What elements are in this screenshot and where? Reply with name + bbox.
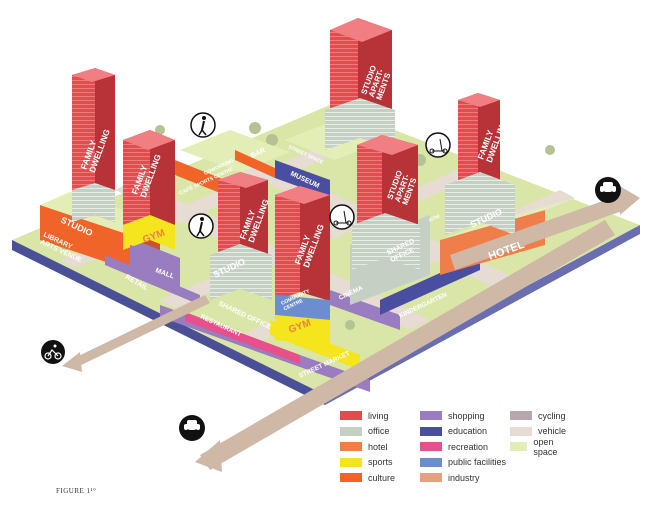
cycling-arrow [70,295,210,368]
legend-swatch [420,473,442,483]
legend-item-hotel: hotel [340,439,395,455]
tower-family-dwelling-5 [275,186,330,345]
legend-label: culture [368,472,396,483]
legend-label: living [368,410,389,421]
legend-label: open space [533,436,558,457]
legend-column-3: cycling vehicle open space [510,408,570,457]
legend-item-living: living [340,408,395,424]
legend-swatch [510,411,532,421]
label-cafe: CAFE [178,185,194,197]
scooter-icon [329,204,355,230]
legend-swatch [340,457,362,467]
legend-item-public-facilities: public facilities [420,455,506,471]
legend-label: vehicle [538,426,567,437]
legend: living office hotel sports culture shopp… [340,408,570,488]
vehicle-arrow-front [200,220,615,470]
legend-label: hotel [368,441,388,452]
car-icon [595,177,621,203]
tower-family-dwelling-1 [72,68,115,222]
arrows [62,185,640,472]
legend-label: office [368,426,390,437]
legend-swatch [510,442,528,452]
legend-item-vehicle: vehicle [510,424,570,440]
car-icon [179,415,205,441]
legend-swatch [340,426,362,436]
tower-family-dwelling-2 [123,130,175,285]
legend-swatch [340,442,362,452]
legend-swatch [420,426,442,436]
pedestrian-icon [190,112,216,138]
label-studio-apartments-1: STUDIO APART- MENTS [359,62,394,101]
legend-item-education: education [420,424,506,440]
legend-item-recreation: recreation [420,439,506,455]
tower-family-dwelling-4 [210,172,272,300]
legend-item-office: office [340,424,395,440]
legend-swatch [340,411,362,421]
legend-item-industry: industry [420,470,506,486]
bicycle-icon [41,340,65,364]
legend-item-sports: sports [340,455,395,471]
legend-swatch [420,411,442,421]
legend-item-culture: culture [340,470,395,486]
legend-label: recreation [448,441,489,452]
legend-item-shopping: shopping [420,408,506,424]
tower-studio-apartments-2 [352,135,420,270]
label-gtm: GTM [428,214,441,224]
figure-caption: FIGURE 1¹° [56,487,97,495]
legend-swatch [420,457,442,467]
pedestrian-icon [188,213,214,239]
legend-label: industry [448,472,480,483]
legend-column-1: living office hotel sports culture [340,408,395,486]
legend-swatch [510,426,532,436]
legend-label: sports [368,457,393,468]
legend-item-open-space: open space [510,436,570,457]
legend-label: cycling [538,410,566,421]
tower-family-dwelling-3 [445,93,515,235]
scooter-icon [425,132,451,158]
legend-column-2: shopping education recreation public fac… [420,408,506,486]
legend-swatch [340,473,362,483]
vehicle-arrow-right [450,195,625,270]
legend-label: shopping [448,410,485,421]
legend-label: education [448,426,488,437]
legend-label: public facilities [448,457,507,468]
legend-swatch [420,442,442,452]
legend-item-cycling: cycling [510,408,570,424]
